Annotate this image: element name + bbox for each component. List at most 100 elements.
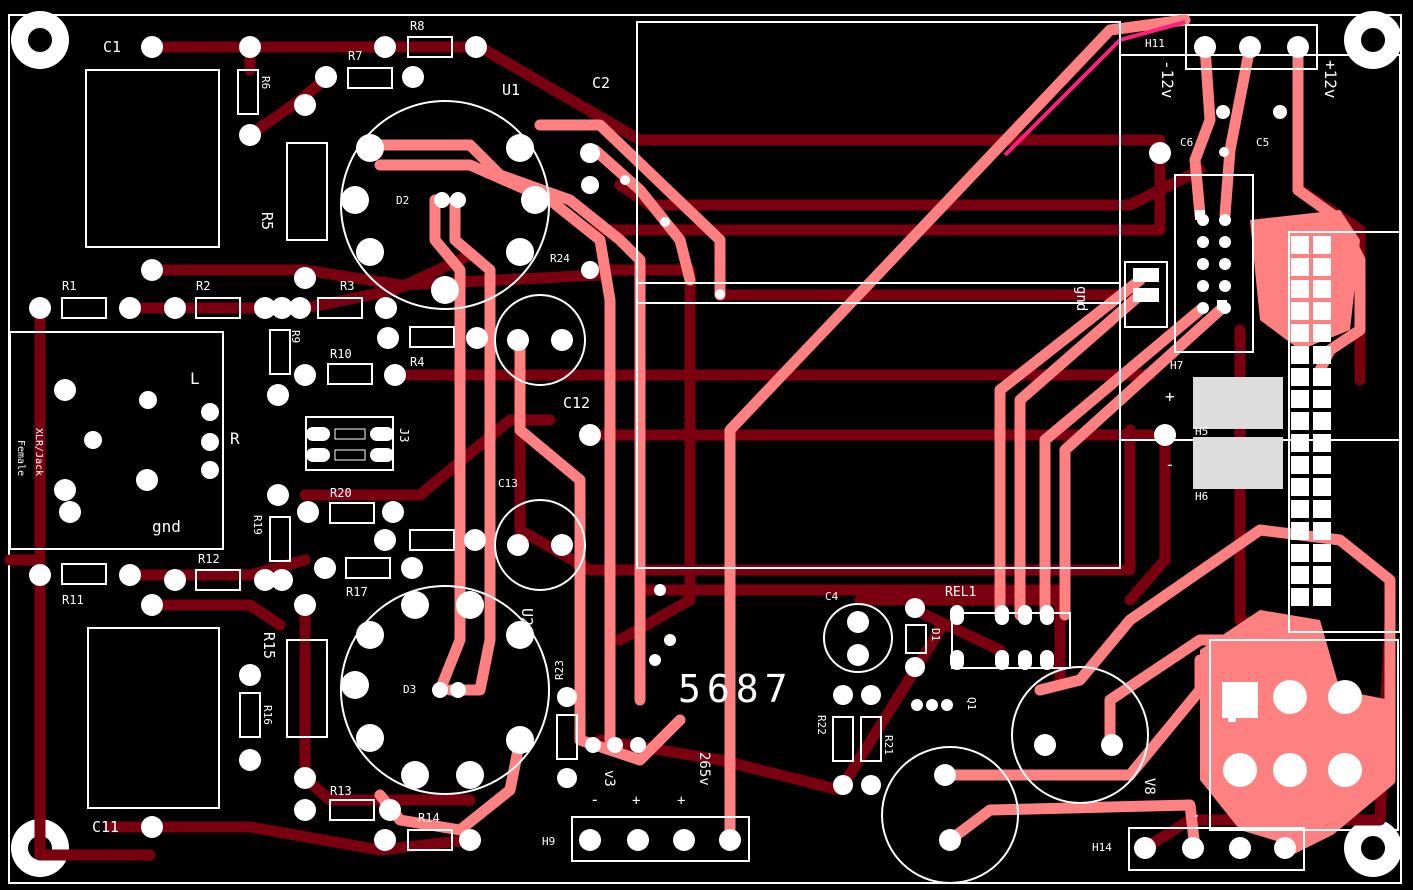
label-u2: U2	[518, 608, 536, 626]
label-h5: H5	[1195, 425, 1208, 438]
header-pin	[1291, 324, 1309, 342]
header-pin	[1291, 478, 1309, 496]
connector-pin	[1197, 302, 1209, 314]
label-xlr-line1: XLR/Jack	[33, 428, 44, 476]
label-r10: R10	[330, 347, 352, 361]
header-pin	[1313, 390, 1331, 408]
label-r21: R21	[882, 735, 895, 755]
j3-pads	[306, 427, 394, 462]
header-pin	[1291, 390, 1309, 408]
header-pin	[1313, 258, 1331, 276]
connector-pin	[1197, 280, 1209, 292]
header-pin	[1313, 456, 1331, 474]
label-v3: v3	[601, 770, 617, 787]
header-pin	[1291, 302, 1309, 320]
label-c12: C12	[563, 394, 590, 412]
label-gnd-top: gnd	[1073, 286, 1089, 311]
header-pin	[1291, 434, 1309, 452]
svg-text:-: -	[590, 790, 600, 809]
label-c6: C6	[1180, 136, 1193, 149]
resistor-bodies	[61, 36, 882, 851]
header-pin	[1291, 412, 1309, 430]
header-pin	[1313, 280, 1331, 298]
label-r8: R8	[410, 19, 424, 33]
pads	[29, 36, 1362, 859]
header-pin	[1313, 478, 1331, 496]
label-rel1: REL1	[945, 585, 976, 600]
header-pin	[1291, 522, 1309, 540]
label-c13: C13	[498, 477, 518, 490]
svg-text:-: -	[1192, 808, 1200, 824]
label-q1: Q1	[965, 697, 978, 710]
label-c11: C11	[92, 818, 119, 836]
silkscreen-labels: C1 C2 C4 C5 C6 C11 C12 C13 R1 R2 R3 R4 R…	[15, 19, 1340, 854]
label-c2: C2	[592, 74, 610, 92]
header-pin	[1291, 588, 1309, 606]
header-pins	[1197, 214, 1331, 606]
svg-text:+: +	[632, 793, 640, 809]
header-pin	[1291, 544, 1309, 562]
label-h6: H6	[1195, 490, 1208, 503]
label-h9: H9	[542, 835, 555, 848]
label-d1: D1	[929, 628, 942, 641]
label-r15: R15	[260, 632, 278, 659]
label-left: L	[190, 369, 200, 388]
header-pin	[1291, 500, 1309, 518]
connector-pin	[1197, 258, 1209, 270]
label-r5: R5	[258, 212, 276, 230]
label-gnd-jack: gnd	[152, 517, 181, 536]
label-c1: C1	[103, 38, 121, 56]
square-pads	[1133, 210, 1283, 722]
header-pin	[1313, 412, 1331, 430]
svg-text:+: +	[1165, 387, 1175, 406]
top-copper-traces	[364, 14, 1396, 856]
label-d2: D2	[396, 194, 409, 207]
label-r16: R16	[261, 705, 274, 725]
header-pin	[1313, 434, 1331, 452]
label-j3: J3	[397, 428, 411, 442]
connector-pin	[1197, 214, 1209, 226]
label-r2: R2	[196, 279, 210, 293]
label-r19: R19	[251, 515, 264, 535]
label-right: R	[230, 429, 240, 448]
label-r4: R4	[410, 355, 424, 369]
connector-pin	[1219, 302, 1231, 314]
label-h11: H11	[1145, 37, 1165, 50]
connector-pin	[1197, 236, 1209, 248]
label-xlr-line2: Female	[15, 440, 26, 476]
label-d3: D3	[403, 683, 416, 696]
board-marking-5687: 5687	[678, 667, 794, 711]
label-r24: R24	[550, 252, 570, 265]
label-r12: R12	[198, 552, 220, 566]
label-r9: R9	[289, 330, 302, 343]
header-pin	[1313, 500, 1331, 518]
header-pin	[1313, 368, 1331, 386]
label-r11: R11	[62, 593, 84, 607]
label-h7: H7	[1170, 359, 1183, 372]
label-c4: C4	[825, 590, 839, 603]
silkscreen	[9, 21, 1401, 884]
svg-text:+: +	[677, 793, 685, 809]
connector-pin	[1219, 280, 1231, 292]
header-pin	[1313, 588, 1331, 606]
label-r7: R7	[348, 49, 362, 63]
header-pin	[1313, 566, 1331, 584]
label-r23: R23	[553, 660, 566, 680]
header-pin	[1291, 566, 1309, 584]
connector-pin	[1219, 258, 1231, 270]
header-pin	[1313, 346, 1331, 364]
label-r1: R1	[62, 279, 76, 293]
header-pin	[1291, 236, 1309, 254]
header-pin	[1313, 324, 1331, 342]
label-r14: R14	[418, 811, 440, 825]
label-c5: C5	[1256, 136, 1269, 149]
relay-pads	[905, 605, 1054, 670]
label-r3: R3	[340, 279, 354, 293]
header-pin	[1291, 346, 1309, 364]
label-r20: R20	[330, 486, 352, 500]
svg-text:-: -	[1165, 455, 1175, 474]
header-pin	[1291, 258, 1309, 276]
label-v265: 265v	[696, 752, 712, 786]
